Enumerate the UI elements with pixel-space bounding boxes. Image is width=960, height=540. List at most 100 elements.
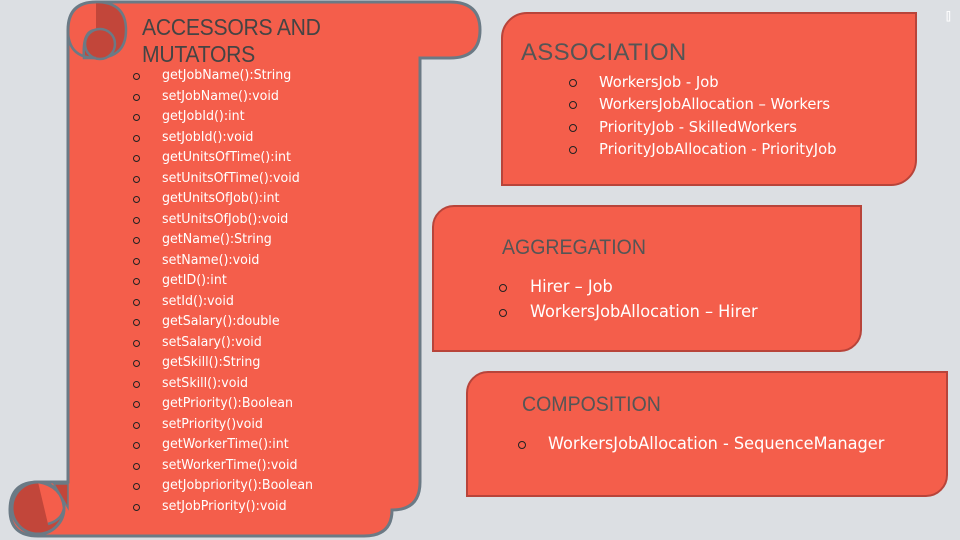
list-item: Hirer – Job (499, 275, 770, 300)
list-item-text: setSkill():void (162, 375, 249, 391)
list-item-text: PriorityJob - SkilledWorkers (599, 117, 797, 136)
list-item: WorkersJobAllocation – Workers (569, 93, 849, 115)
hollow-circle-bullet-icon (569, 123, 577, 132)
accessors-list: getJobName():String setJobName():void getJ… (133, 66, 321, 517)
hollow-circle-bullet-icon (133, 503, 140, 511)
list-item-text: getJobName():String (162, 68, 292, 83)
list-item: getJobName():String (133, 66, 321, 87)
list-item-text: setName():void (162, 252, 260, 268)
list-item-text: getJobpriority():Boolean (162, 478, 314, 493)
list-item-text: setUnitsOfJob():void (162, 211, 289, 227)
list-item: getSkill():String (133, 353, 321, 374)
hollow-circle-bullet-icon (133, 155, 140, 162)
list-item: getName():String (133, 230, 321, 251)
hollow-circle-bullet-icon (133, 360, 140, 367)
list-item-text: Hirer – Job (530, 277, 613, 297)
hollow-circle-bullet-icon (133, 257, 140, 265)
hollow-circle-bullet-icon (133, 196, 140, 203)
hollow-circle-bullet-icon (133, 175, 140, 183)
list-item: setName():void (133, 251, 321, 272)
list-item-text: setPriority()void (162, 416, 263, 432)
list-item: setId():void (133, 292, 321, 313)
list-item-text: setSalary():void (162, 334, 262, 350)
hollow-circle-bullet-icon (499, 309, 507, 317)
list-item-text: setJobName():void (162, 88, 279, 104)
list-item-text: WorkersJobAllocation - SequenceManager (548, 434, 885, 454)
list-item: getJobpriority():Boolean (133, 476, 321, 497)
list-item: getPriority():Boolean (133, 394, 321, 415)
composition-title: COMPOSITION (522, 393, 661, 416)
list-item: setUnitsOfJob():void (133, 210, 321, 231)
list-item-text: setWorkerTime():void (162, 457, 298, 473)
list-item: getWorkerTime():int (133, 435, 321, 456)
hollow-circle-bullet-icon (569, 79, 577, 87)
list-item-text: getPriority():Boolean (162, 396, 293, 411)
list-item: WorkersJobAllocation – Hirer (499, 300, 770, 325)
hollow-circle-bullet-icon (133, 401, 140, 408)
list-item-text: getWorkerTime():int (162, 437, 289, 452)
hollow-circle-bullet-icon (133, 319, 140, 326)
list-item-text: getUnitsOfTime():int (162, 150, 291, 165)
list-item-text: getID():int (162, 273, 227, 288)
hollow-circle-bullet-icon (569, 101, 577, 110)
list-item: setJobId():void (133, 128, 321, 149)
list-item: WorkersJobAllocation - SequenceManager (518, 431, 902, 457)
list-item: setJobPriority():void (133, 497, 321, 518)
list-item: setSkill():void (133, 374, 321, 395)
hollow-circle-bullet-icon (133, 216, 140, 224)
list-item: setWorkerTime():void (133, 456, 321, 477)
list-item-text: setId():void (162, 293, 234, 309)
hollow-circle-bullet-icon (499, 284, 507, 292)
hollow-circle-bullet-icon (133, 93, 140, 101)
list-item-text: setUnitsOfTime():void (162, 170, 300, 186)
hollow-circle-bullet-icon (133, 298, 140, 306)
list-item-text: getSalary():double (162, 314, 280, 329)
corner-mark: [] (945, 10, 951, 22)
list-item-text: getName():String (162, 232, 272, 247)
list-item: setJobName():void (133, 87, 321, 108)
list-item-text: WorkersJobAllocation – Workers (599, 95, 831, 114)
list-item: getUnitsOfJob():int (133, 189, 321, 210)
list-item: getJobId():int (133, 107, 321, 128)
hollow-circle-bullet-icon (133, 462, 140, 470)
accessors-title: ACCESSORS AND MUTATORS (142, 14, 321, 67)
list-item-text: PriorityJobAllocation - PriorityJob (599, 139, 837, 158)
list-item: PriorityJobAllocation - PriorityJob (569, 138, 849, 160)
list-item-text: getJobId():int (162, 109, 245, 124)
list-item-text: WorkersJobAllocation – Hirer (530, 302, 758, 322)
composition-list: WorkersJobAllocation - SequenceManager (518, 431, 902, 457)
list-item: getID():int (133, 271, 321, 292)
hollow-circle-bullet-icon (518, 441, 526, 449)
hollow-circle-bullet-icon (133, 442, 140, 449)
list-item: setUnitsOfTime():void (133, 169, 321, 190)
aggregation-title: AGGREGATION (502, 236, 646, 259)
list-item-text: getSkill():String (162, 355, 261, 370)
list-item-text: setJobId():void (162, 129, 254, 145)
list-item: setSalary():void (133, 333, 321, 354)
list-item-text: setJobPriority():void (162, 498, 287, 514)
hollow-circle-bullet-icon (133, 73, 140, 80)
hollow-circle-bullet-icon (133, 380, 140, 388)
composition-panel: COMPOSITION WorkersJobAllocation - Seque… (466, 371, 948, 497)
hollow-circle-bullet-icon (133, 278, 140, 285)
list-item: PriorityJob - SkilledWorkers (569, 116, 849, 138)
hollow-circle-bullet-icon (133, 114, 140, 121)
hollow-circle-bullet-icon (133, 134, 140, 142)
hollow-circle-bullet-icon (133, 339, 140, 347)
hollow-circle-bullet-icon (569, 145, 577, 154)
list-item-text: WorkersJob - Job (599, 73, 719, 91)
list-item: getSalary():double (133, 312, 321, 333)
list-item: WorkersJob - Job (569, 71, 849, 93)
hollow-circle-bullet-icon (133, 237, 140, 244)
hollow-circle-bullet-icon (133, 483, 140, 490)
association-title: ASSOCIATION (521, 39, 687, 66)
list-item: getUnitsOfTime():int (133, 148, 321, 169)
hollow-circle-bullet-icon (133, 421, 140, 429)
list-item-text: getUnitsOfJob():int (162, 191, 280, 206)
